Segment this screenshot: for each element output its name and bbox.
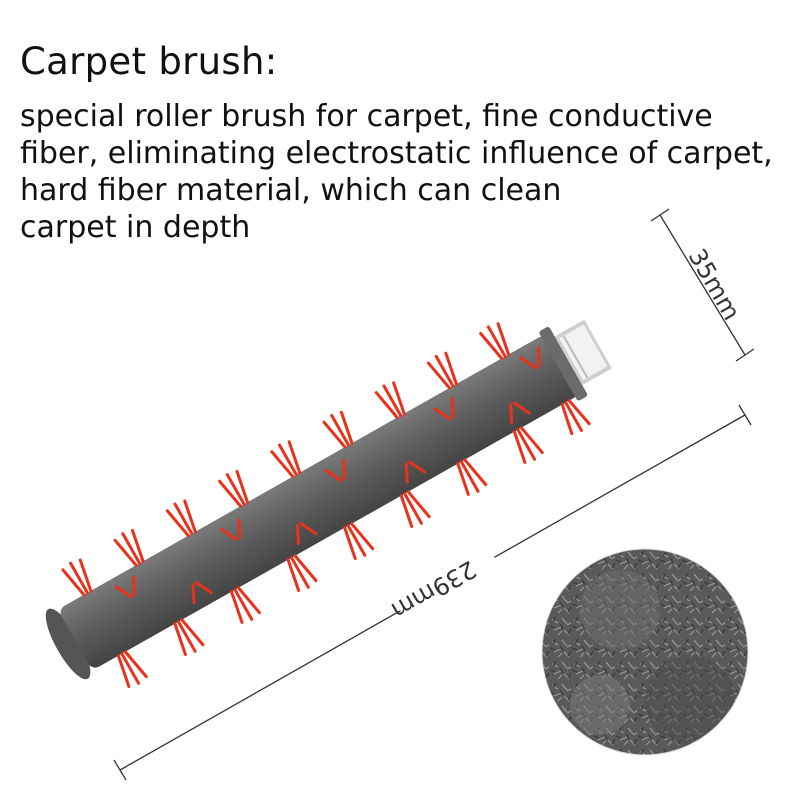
diameter-label: 35mm (683, 244, 746, 325)
description-line: fiber, eliminating electrostatic influen… (20, 136, 773, 171)
roller-brush (45, 319, 612, 688)
description-line: special roller brush for carpet, fine co… (20, 99, 713, 134)
diameter-dimension: 35mm (650, 208, 755, 362)
roller-left-cap (45, 608, 91, 680)
roller-body (60, 336, 577, 668)
description-line: hard fiber material, which can clean (20, 173, 562, 208)
fiber-closeup (541, 548, 749, 756)
description-line: carpet in depth (20, 210, 251, 245)
product-heading: Carpet brush: (20, 40, 278, 83)
product-description: special roller brush for carpet, fine co… (20, 98, 800, 246)
bristle-tufts (61, 322, 591, 688)
